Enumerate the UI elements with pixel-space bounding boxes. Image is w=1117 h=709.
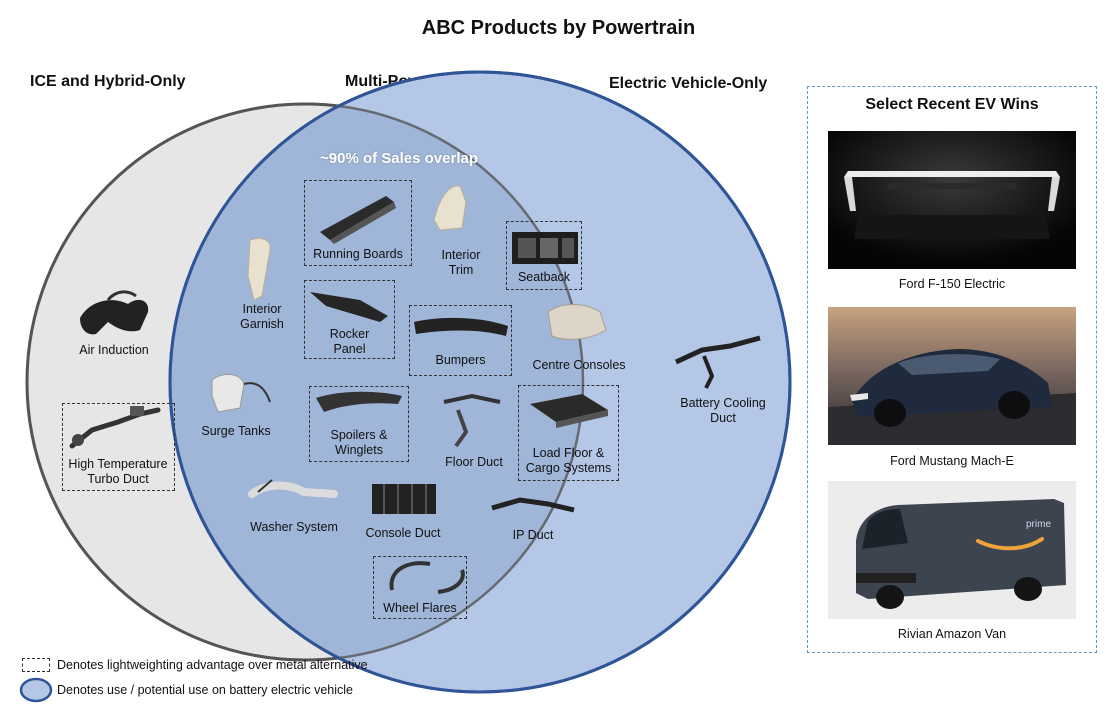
wheel-flares-icon: [389, 561, 465, 594]
bumpers-box: [409, 305, 512, 376]
label-running-boards: Running Boards: [313, 247, 403, 261]
air-induction-icon: [80, 290, 149, 335]
label-bumpers: Bumpers: [435, 353, 486, 367]
caption-f150-electric: Ford F-150 Electric: [898, 277, 1006, 291]
header-ice-hybrid: ICE and Hybrid-Only: [30, 73, 186, 90]
label-ip-duct: IP Duct: [512, 528, 554, 542]
label-surge-tanks: Surge Tanks: [201, 424, 271, 438]
label-floor-duct: Floor Duct: [445, 455, 503, 469]
ip-duct-icon: [491, 497, 575, 513]
spoilers-icon: [316, 391, 402, 412]
label-spoilers: Spoilers & Winglets: [330, 428, 388, 457]
legend-dashed-text: Denotes lightweighting advantage over me…: [57, 658, 368, 672]
label-washer-system: Washer System: [250, 520, 338, 534]
label-interior-trim: Interior Trim: [441, 248, 481, 277]
rivian-van-illustration: prime: [828, 481, 1076, 619]
floor-duct-icon: [443, 393, 501, 448]
surge-tanks-icon: [211, 374, 271, 413]
seatback-box: [506, 221, 582, 290]
caption-mustang-mach-e: Ford Mustang Mach-E: [890, 454, 1014, 468]
ev-wins-title: Select Recent EV Wins: [865, 96, 1039, 113]
rocker-panel-box: [304, 280, 395, 359]
overlap-region: [170, 104, 583, 660]
seatback-icon: [512, 232, 578, 264]
wheel-flares-box: [373, 556, 467, 619]
label-rocker-panel: Rocker Panel: [329, 327, 370, 356]
legend-circle-swatch: [19, 677, 53, 703]
running-boards-icon: [320, 196, 396, 244]
rocker-panel-icon: [310, 292, 388, 322]
label-wheel-flares: Wheel Flares: [383, 601, 457, 615]
label-interior-garnish: Interior Garnish: [240, 302, 284, 331]
caption-rivian-amazon-van: Rivian Amazon Van: [897, 627, 1007, 641]
legend-circle-text: Denotes use / potential use on battery e…: [57, 683, 354, 697]
label-load-floor: Load Floor & Cargo Systems: [525, 446, 612, 475]
washer-system-icon: [248, 479, 338, 498]
console-duct-icon: [372, 484, 436, 514]
legend-dashed-swatch: [22, 658, 50, 672]
van-prime-logo: prime: [1026, 519, 1051, 530]
label-turbo-duct: High Temperature Turbo Duct: [68, 457, 168, 486]
load-floor-box: [518, 385, 619, 481]
label-console-duct: Console Duct: [365, 526, 441, 540]
centre-consoles-icon: [547, 304, 607, 340]
turbo-duct-icon: [69, 406, 161, 449]
load-floor-icon: [530, 394, 608, 428]
interior-garnish-icon: [247, 237, 271, 301]
running-boards-box: [304, 180, 412, 266]
overlap-note: ~90% of Sales overlap: [320, 150, 478, 167]
spoilers-box: [309, 386, 409, 462]
photo-f150-electric: [828, 131, 1076, 269]
photo-rivian-amazon-van: prime: [828, 481, 1076, 619]
label-battery-cooling-duct: Battery Cooling Duct: [680, 396, 766, 425]
diagram-title: ABC Products by Powertrain: [421, 17, 696, 39]
mach-e-illustration: [828, 307, 1076, 445]
ev-wins-panel: [807, 86, 1097, 653]
f150-illustration: [828, 131, 1076, 269]
turbo-duct-box: [62, 403, 175, 491]
label-air-induction: Air Induction: [79, 343, 149, 357]
label-centre-consoles: Centre Consoles: [532, 358, 626, 372]
ice-circle-outline: [25, 102, 585, 662]
battery-cooling-duct-icon: [674, 335, 761, 389]
label-seatback: Seatback: [517, 270, 571, 284]
ev-circle-outline: [168, 70, 792, 694]
header-ev-only: Electric Vehicle-Only: [609, 75, 768, 92]
bumpers-icon: [414, 317, 508, 336]
photo-mustang-mach-e: [828, 307, 1076, 445]
interior-trim-icon: [433, 185, 467, 231]
